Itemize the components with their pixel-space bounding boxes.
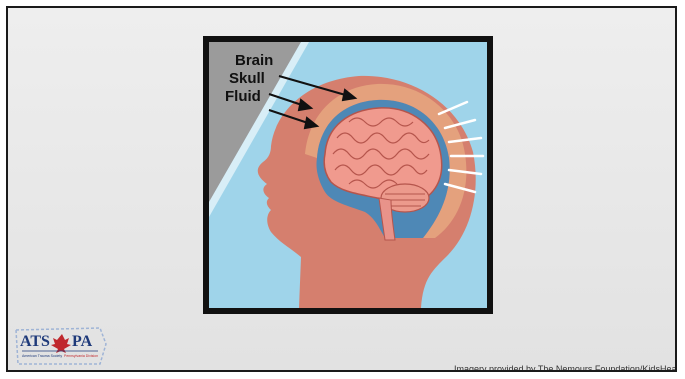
logo-ats-text: ATS — [20, 333, 50, 350]
image-credit: Imagery provided by The Nemours Foundati… — [454, 364, 677, 372]
logo-sub-right: Pennsylvania Division — [64, 354, 98, 358]
slide: Brain Skull Fluid ATS PA American Trauma… — [6, 6, 677, 372]
brain-skull-illustration: Brain Skull Fluid — [203, 36, 493, 314]
label-skull: Skull — [229, 70, 265, 87]
label-fluid: Fluid — [225, 88, 261, 105]
brain — [324, 108, 441, 203]
label-brain: Brain — [235, 52, 273, 69]
logo-sub-left: American Trauma Society — [22, 354, 62, 358]
logo-pa-text: PA — [72, 333, 93, 350]
ats-pa-logo: ATS PA American Trauma Society Pennsylva… — [14, 324, 108, 368]
maple-leaf-icon — [51, 334, 71, 353]
